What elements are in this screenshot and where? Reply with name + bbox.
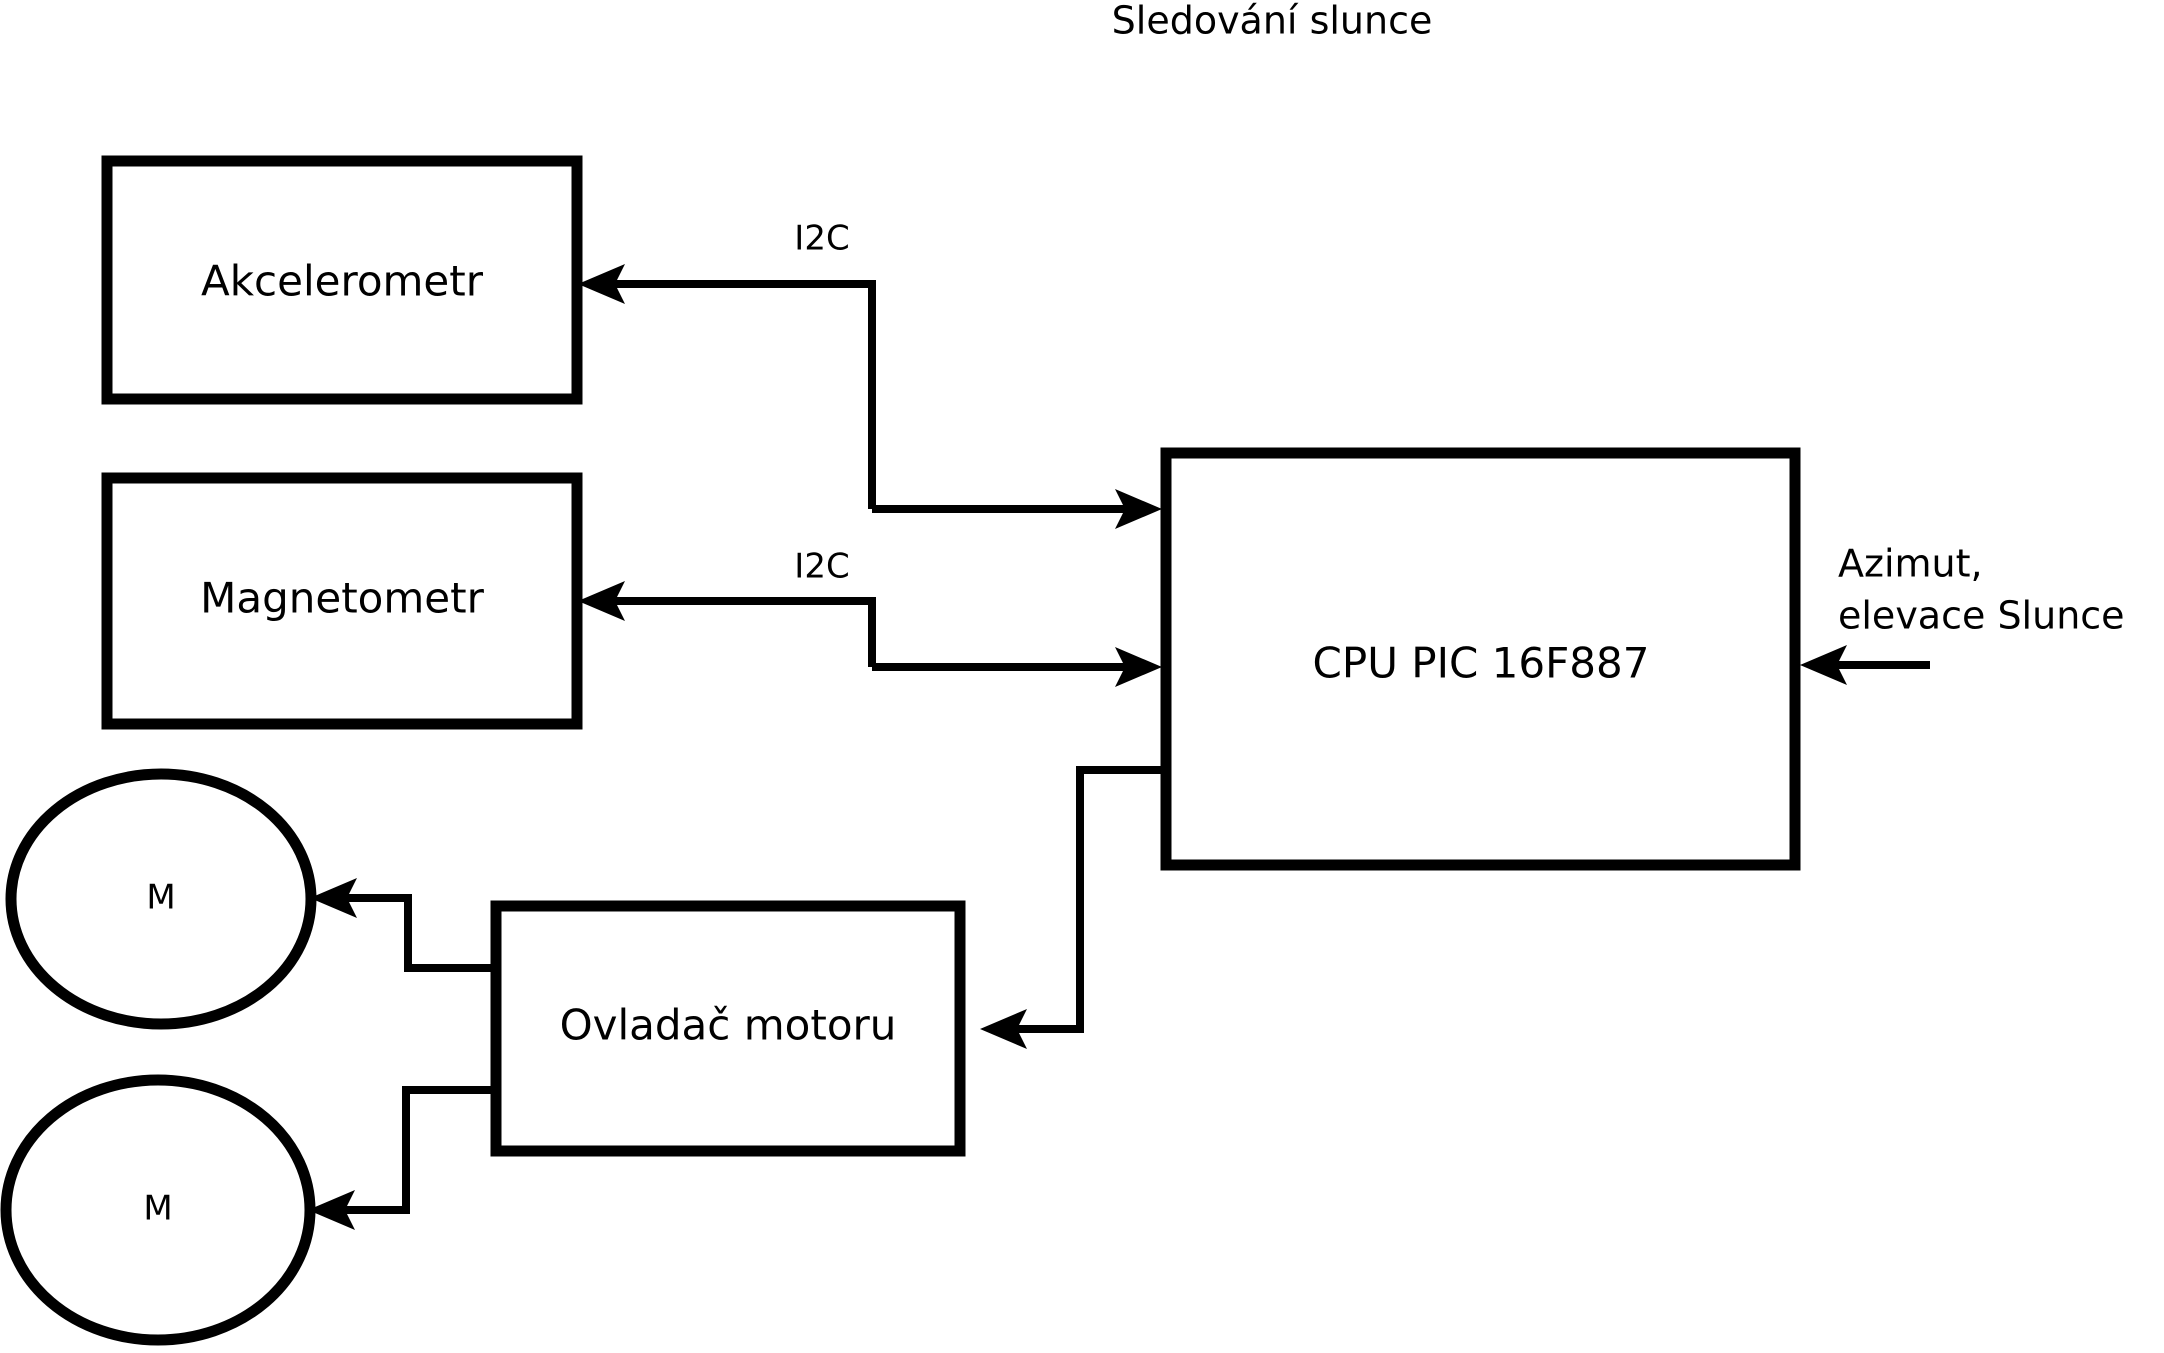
- edge-motor-driver-to-motor-bottom: [328, 1086, 496, 1214]
- arrowhead-cpu-in-accel: [1115, 489, 1162, 529]
- arrowhead-accelerometer-in: [578, 264, 625, 304]
- annotation-sun-line2: elevace Slunce: [1838, 594, 2125, 638]
- arrowhead-motor-top-in: [310, 878, 357, 918]
- arrowhead-magnetometer-in: [578, 581, 625, 621]
- node-motor-top-label: M: [146, 878, 175, 918]
- edge-motor-driver-to-motor-top: [330, 894, 496, 972]
- node-accelerometer-box[interactable]: [101, 155, 583, 405]
- edge-cpu-to-accelerometer: [598, 280, 876, 509]
- node-motor-driver-box[interactable]: [490, 900, 966, 1157]
- arrowhead-motor-bottom-in: [308, 1190, 355, 1230]
- node-cpu-label: CPU PIC 16F887: [1313, 639, 1650, 688]
- edge-cpu-to-motor-driver: [1000, 766, 1166, 1033]
- edge-label-i2c-accelerometer: I2C: [794, 219, 849, 259]
- edge-label-i2c-magnetometer: I2C: [794, 547, 849, 587]
- annotation-sun-line1: Azimut,: [1838, 542, 1983, 586]
- edge-cpu-to-magnetometer: [598, 597, 876, 667]
- diagram-title: Sledování slunce: [1112, 0, 1433, 43]
- arrowhead-sun-input: [1800, 645, 1847, 685]
- node-magnetometer-label: Magnetometr: [200, 574, 484, 623]
- node-accelerometer-label: Akcelerometr: [201, 257, 484, 306]
- node-motor-bottom-label: M: [143, 1189, 172, 1229]
- node-magnetometer-box[interactable]: [101, 472, 583, 730]
- node-motor-driver-label: Ovladač motoru: [560, 1001, 897, 1050]
- node-motor-top-circle[interactable]: [5, 768, 317, 1030]
- arrowhead-cpu-in-magnet: [1115, 647, 1162, 687]
- node-cpu-box[interactable]: [1160, 447, 1801, 871]
- arrowhead-motor-driver-in: [980, 1009, 1027, 1049]
